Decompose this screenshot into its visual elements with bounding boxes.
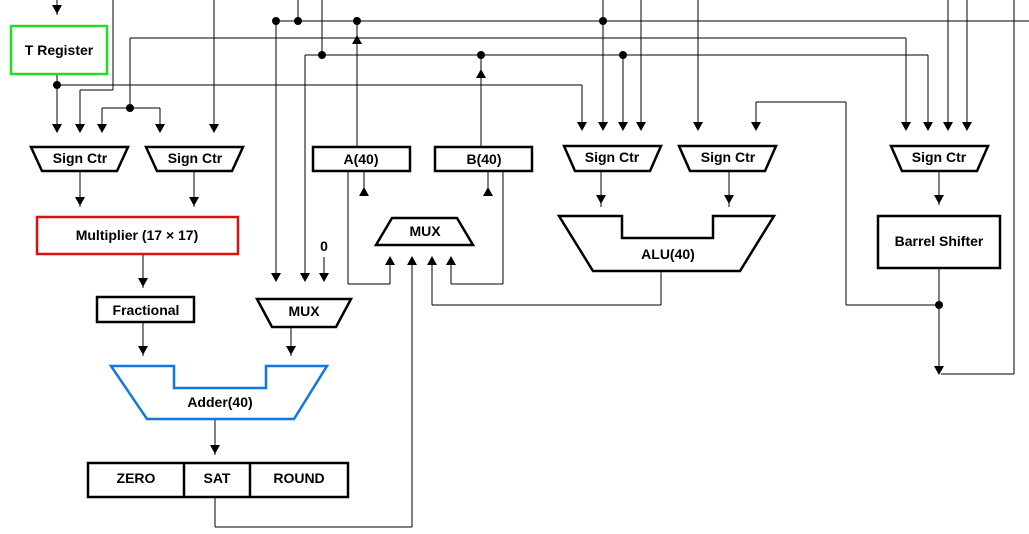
mux-middle: MUX xyxy=(373,216,476,247)
zero-label: ZERO xyxy=(117,470,156,486)
accumulator-a-label: A(40) xyxy=(343,151,378,167)
accumulator-b-label: B(40) xyxy=(466,151,501,167)
sign-ctr-2: Sign Ctr xyxy=(144,145,245,173)
sign-ctr-3: Sign Ctr xyxy=(562,144,663,173)
sat-label: SAT xyxy=(204,470,231,486)
adder-label: Adder(40) xyxy=(187,394,252,410)
zero-sat-round-block: ZERO SAT ROUND xyxy=(86,461,350,499)
accumulator-a-block: A(40) xyxy=(311,145,412,173)
alu-label: ALU(40) xyxy=(641,246,695,262)
barrel-shifter-label: Barrel Shifter xyxy=(895,233,984,249)
arrowheads xyxy=(52,5,972,454)
mux-middle-label: MUX xyxy=(409,223,441,239)
fractional-label: Fractional xyxy=(113,302,180,318)
sign-ctr-1-label: Sign Ctr xyxy=(53,150,108,166)
sign-ctr-2-label: Sign Ctr xyxy=(168,150,223,166)
accumulator-b-block: B(40) xyxy=(433,145,534,173)
sign-ctr-1: Sign Ctr xyxy=(29,145,130,173)
barrel-shifter-block: Barrel Shifter xyxy=(876,214,1002,270)
mux-left: MUX xyxy=(254,297,354,329)
sign-ctr-5: Sign Ctr xyxy=(889,144,990,173)
mux-left-label: MUX xyxy=(288,303,320,319)
fractional-block: Fractional xyxy=(95,295,196,324)
sign-ctr-4: Sign Ctr xyxy=(677,144,778,173)
sign-ctr-4-label: Sign Ctr xyxy=(701,149,756,165)
round-label: ROUND xyxy=(273,470,324,486)
adder-block: Adder(40) xyxy=(108,364,330,421)
zero-input-label: 0 xyxy=(320,238,328,254)
t-register-block: T Register xyxy=(9,24,109,76)
alu-block: ALU(40) xyxy=(556,214,777,273)
multiplier-label: Multiplier (17 × 17) xyxy=(76,227,199,243)
junction-dots xyxy=(53,17,943,309)
sign-ctr-3-label: Sign Ctr xyxy=(585,149,640,165)
sign-ctr-5-label: Sign Ctr xyxy=(912,149,967,165)
t-register-label: T Register xyxy=(25,42,94,58)
multiplier-block: Multiplier (17 × 17) xyxy=(35,215,240,256)
